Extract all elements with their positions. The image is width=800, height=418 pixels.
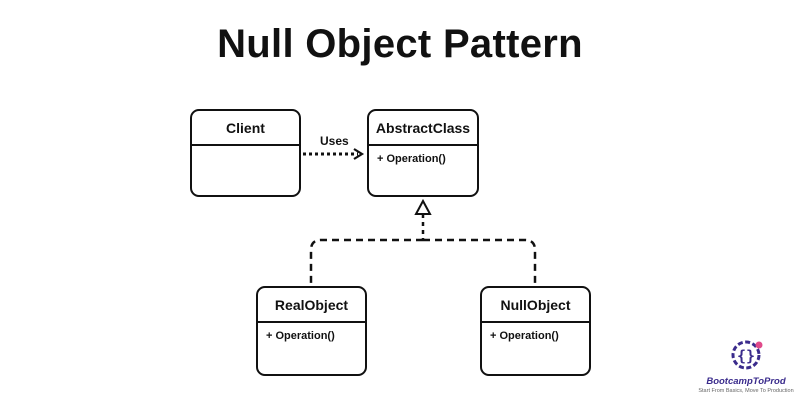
class-real-object-members: + Operation() xyxy=(266,330,335,342)
brand-logo: {} BootcampToProd Start From Basics, Mov… xyxy=(696,335,796,415)
uses-arrow-head xyxy=(353,148,365,160)
class-real-object-name: RealObject xyxy=(258,288,365,323)
class-abstract: AbstractClass + Operation() xyxy=(367,109,479,197)
uses-label: Uses xyxy=(320,134,349,148)
svg-text:{}: {} xyxy=(737,347,755,365)
class-client-name: Client xyxy=(192,111,299,146)
class-client-members xyxy=(192,146,299,160)
class-real-object: RealObject + Operation() xyxy=(256,286,367,376)
class-client: Client xyxy=(190,109,301,197)
diagram-title: Null Object Pattern xyxy=(217,22,583,66)
inheritance-branch-null xyxy=(423,238,537,286)
logo-name: BootcampToProd xyxy=(706,376,786,387)
gear-braces-icon: {} xyxy=(731,340,763,370)
class-abstract-name: AbstractClass xyxy=(369,111,477,146)
class-null-object: NullObject + Operation() xyxy=(480,286,591,376)
inheritance-triangle xyxy=(414,198,432,215)
inheritance-branch-real xyxy=(309,238,423,286)
class-null-object-name: NullObject xyxy=(482,288,589,323)
logo-tagline: Start From Basics, Move To Production xyxy=(698,388,794,394)
class-abstract-members: + Operation() xyxy=(377,153,446,165)
class-null-object-members: + Operation() xyxy=(490,330,559,342)
